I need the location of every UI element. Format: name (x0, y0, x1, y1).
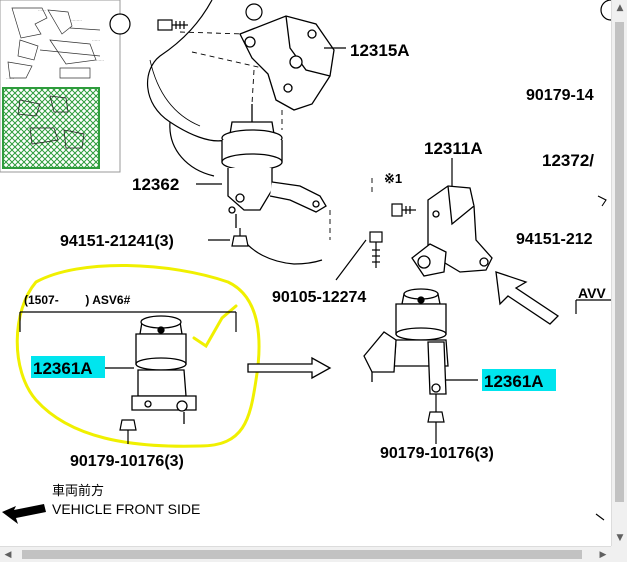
horizontal-scrollbar[interactable]: ◀ ▶ (0, 546, 611, 562)
label-90179-10176-left[interactable]: 90179-10176(3) (70, 453, 184, 470)
svg-text:⋯⋯⋯: ⋯⋯⋯ (70, 18, 82, 23)
engine-mount-diagram: ⋯⋯ ⋯⋯⋯ ⋯⋯ ⋯⋯ ⋯⋯ (0, 0, 611, 524)
bracket-12315a-icon (239, 15, 335, 111)
label-12311a[interactable]: 12311A (424, 139, 483, 158)
bolt-ref1-icon (391, 203, 416, 217)
vertical-scroll-thumb[interactable] (615, 22, 624, 502)
bolt-top-left-icon (157, 19, 188, 31)
inset-bracket (19, 311, 237, 332)
mount-12362-icon (221, 104, 327, 228)
scroll-left-button[interactable]: ◀ (4, 550, 12, 560)
highlight-right (482, 369, 556, 391)
ref-circles (109, 0, 611, 35)
label-90105-12274[interactable]: 90105-12274 (272, 289, 366, 306)
label-94151-212[interactable]: 94151-212 (516, 231, 593, 248)
label-inset-range: (1507- ) ASV6# (24, 293, 131, 307)
svg-text:⋯⋯: ⋯⋯ (96, 58, 104, 63)
direction-arrow-icon (495, 271, 560, 325)
vehicle-front-arrow-icon (2, 504, 46, 524)
label-12362[interactable]: 12362 (132, 175, 179, 194)
bracket-12311a-icon (411, 185, 493, 277)
label-90179-14[interactable]: 90179-14 (526, 87, 594, 104)
label-front-jp: 車両前方 (52, 483, 104, 499)
horizontal-scroll-thumb[interactable] (22, 550, 582, 559)
label-90179-10176-right[interactable]: 90179-10176(3) (380, 445, 494, 462)
scrollbar-corner (611, 546, 627, 562)
mount-12361a-left-icon (131, 315, 197, 424)
label-12361a-right[interactable]: 12361A (484, 372, 544, 391)
scroll-right-button[interactable]: ▶ (599, 550, 607, 560)
label-avv: AVV (578, 285, 606, 301)
bolt-90105-icon (369, 231, 383, 268)
thumbnail-navigator[interactable]: ⋯⋯ ⋯⋯⋯ ⋯⋯ ⋯⋯ ⋯⋯ (0, 0, 121, 173)
label-94151-21241[interactable]: 94151-21241(3) (60, 233, 174, 250)
svg-text:⋯⋯: ⋯⋯ (38, 8, 46, 13)
vertical-scrollbar[interactable]: ▲ ▼ (611, 0, 627, 546)
label-ref1: ※1 (384, 171, 402, 186)
label-front-en: VEHICLE FRONT SIDE (52, 501, 200, 517)
svg-text:⋯⋯: ⋯⋯ (6, 76, 14, 81)
engine-outline (147, 0, 323, 265)
scroll-up-button[interactable]: ▲ (616, 3, 624, 13)
mount-12361a-right-icon (363, 288, 449, 395)
right-edge-fragments (595, 195, 607, 521)
nut-90179-left-icon (119, 419, 137, 444)
highlight-left (31, 356, 105, 378)
transfer-arrow-icon (247, 356, 332, 380)
nut-94151-icon (231, 228, 249, 247)
svg-text:⋯⋯: ⋯⋯ (92, 38, 100, 43)
label-12315a[interactable]: 12315A (350, 41, 410, 60)
label-12361a-left[interactable]: 12361A (33, 359, 93, 378)
scroll-down-button[interactable]: ▼ (616, 533, 624, 543)
nut-90179-right-icon (427, 394, 445, 444)
right-inset-bracket (575, 299, 611, 314)
label-12372[interactable]: 12372/ (542, 151, 594, 170)
